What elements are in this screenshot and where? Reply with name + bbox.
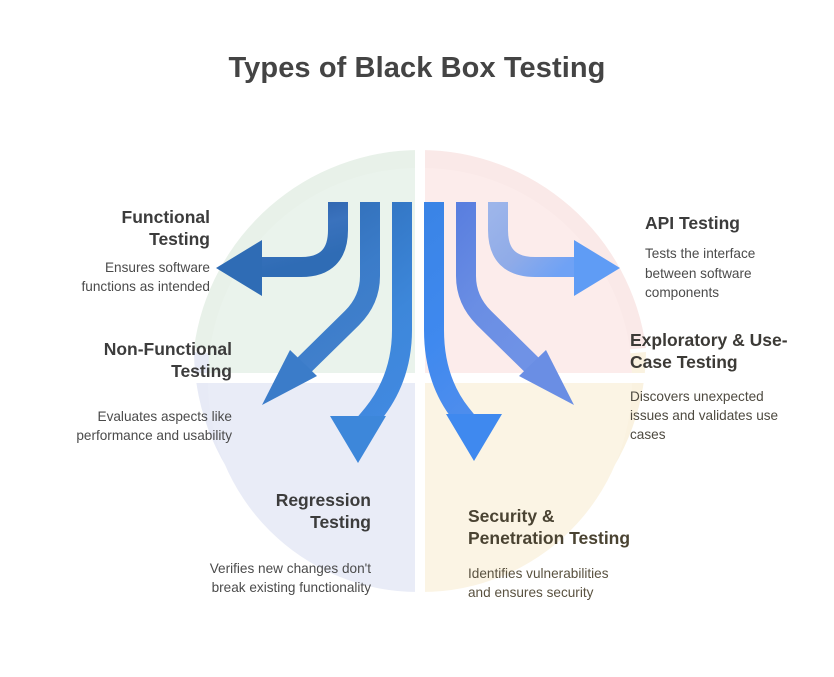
ribbon-non-functional-testing [262, 202, 380, 405]
node-heading: API Testing [645, 213, 740, 233]
ribbon-functional-testing [216, 202, 348, 296]
node-description: Discovers unexpected issues and validate… [630, 388, 779, 443]
node-heading: Functional Testing [121, 207, 210, 250]
page-title: Types of Black Box Testing [228, 52, 606, 84]
ribbon-exploratory-use-case-testing [456, 202, 574, 405]
node-description: Tests the interface between software com… [645, 246, 756, 300]
ribbon-regression-testing [330, 202, 412, 463]
node-api-testing[interactable]: API Testing Tests the interface between … [645, 212, 830, 302]
ribbon-security-penetration-testing [424, 202, 502, 461]
node-description: Verifies new changes don't break existin… [209, 560, 371, 596]
node-security-penetration-testing[interactable]: Security & Penetration Testing Identifie… [468, 505, 683, 602]
ribbon-api-testing [488, 202, 620, 296]
node-description: Evaluates aspects like performance and u… [76, 408, 232, 444]
quadrant-separators [190, 150, 650, 600]
node-description: Ensures software functions as intended [81, 259, 210, 295]
node-heading: Regression Testing [275, 490, 371, 533]
node-regression-testing[interactable]: Regression Testing Verifies new changes … [140, 489, 371, 597]
node-heading: Security & Penetration Testing [468, 506, 631, 549]
node-heading: Non-Functional Testing [103, 339, 232, 382]
node-exploratory-use-case-testing[interactable]: Exploratory & Use- Case Testing Discover… [630, 329, 826, 445]
node-description: Identifies vulnerabilities and ensures s… [468, 565, 609, 601]
node-non-functional-testing[interactable]: Non-Functional Testing Evaluates aspects… [10, 338, 232, 445]
node-functional-testing[interactable]: Functional Testing Ensures software func… [18, 206, 210, 296]
node-heading: Exploratory & Use- Case Testing [630, 330, 788, 373]
